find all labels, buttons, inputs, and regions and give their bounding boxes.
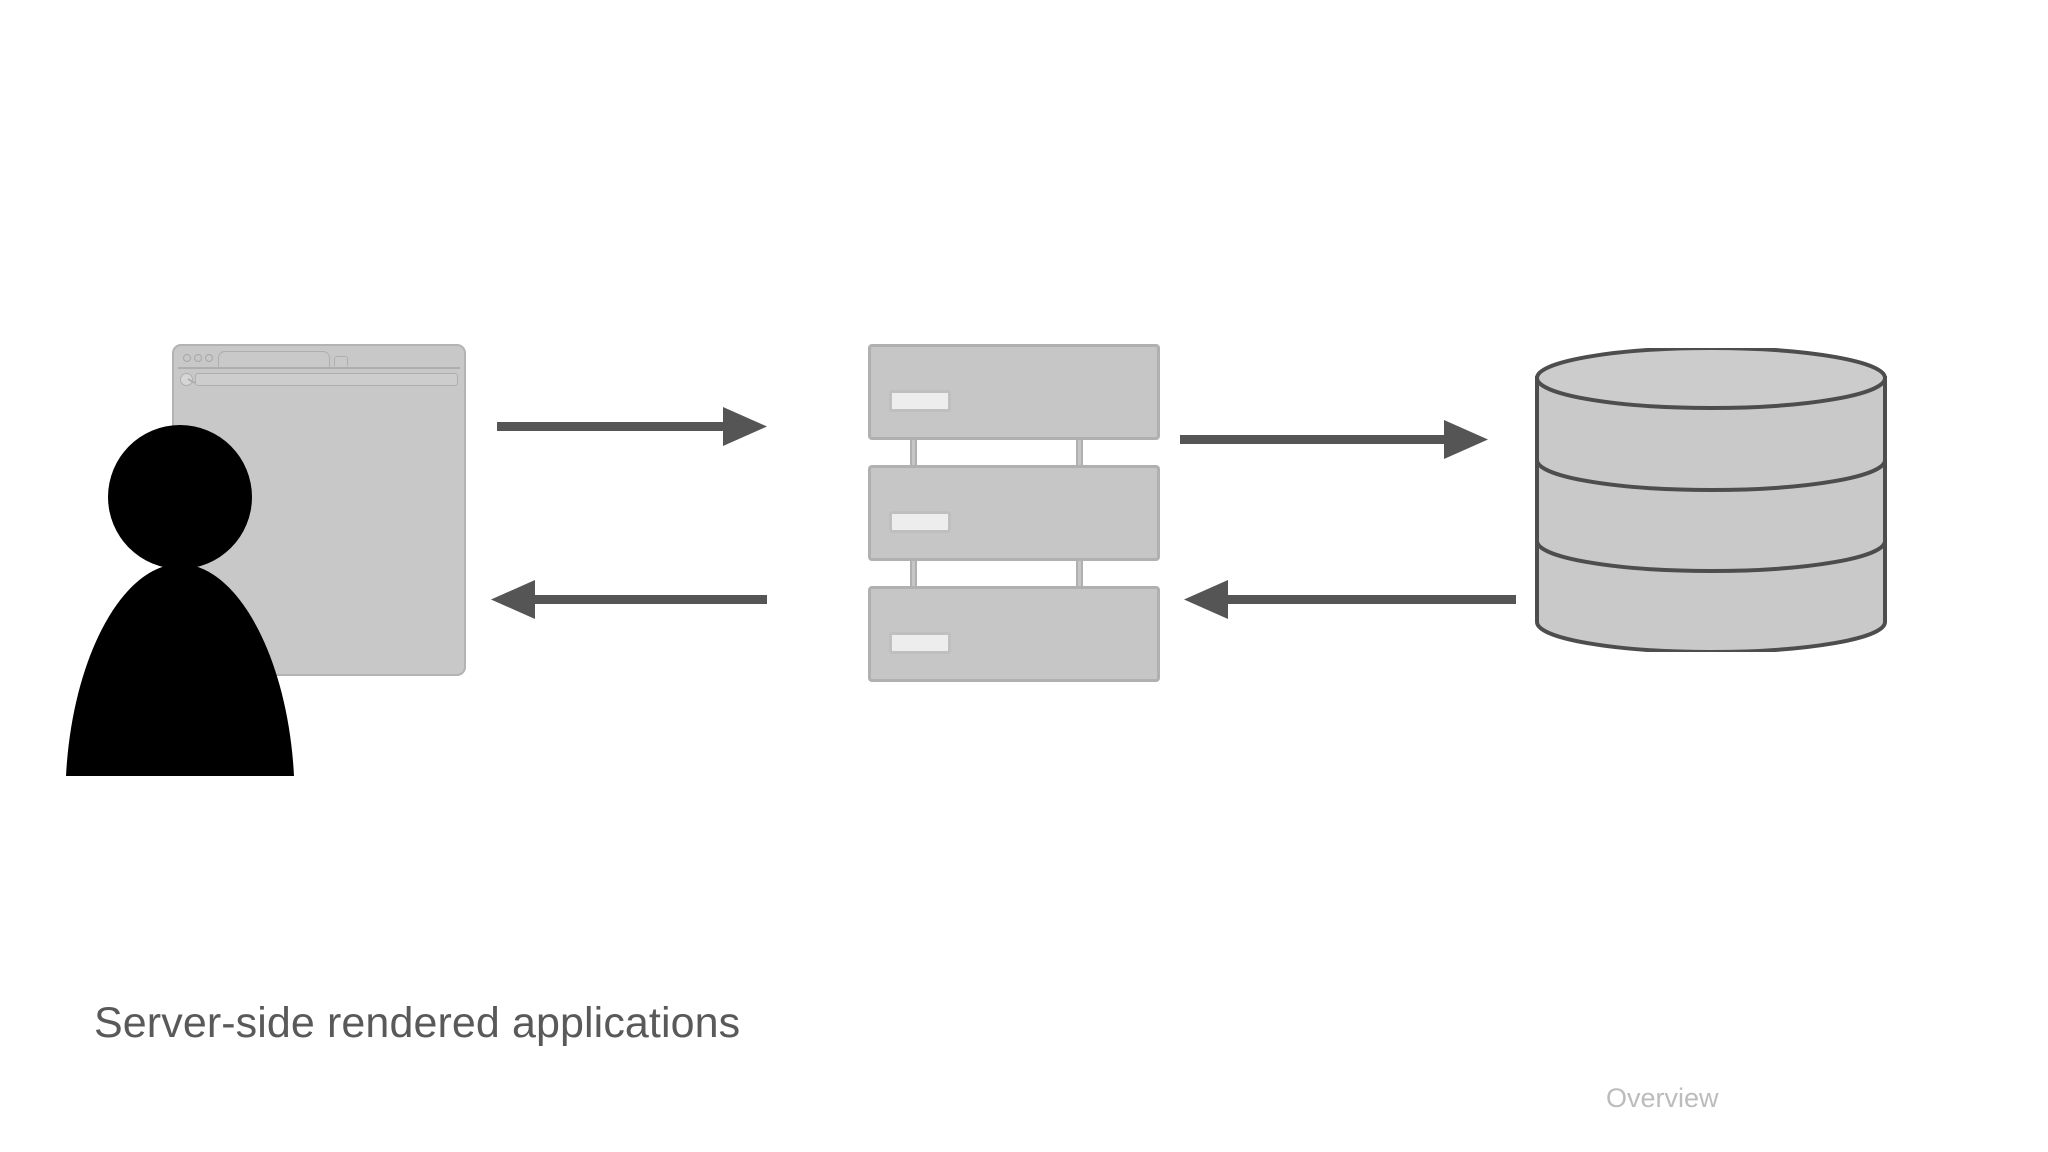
browser-chrome-divider (178, 367, 460, 369)
arrow-server-to-user (487, 578, 767, 622)
server-unit (868, 465, 1160, 561)
server-unit (868, 344, 1160, 440)
server-leg (1076, 560, 1083, 587)
browser-nav-row (180, 372, 458, 387)
server-slot-indicator (889, 390, 951, 412)
browser-address-bar (195, 373, 458, 386)
user-actor-icon (60, 424, 300, 784)
server-slot-indicator (889, 511, 951, 533)
server-leg (910, 560, 917, 587)
server-rack-icon (868, 344, 1160, 682)
slide-footer-label: Overview (1606, 1083, 1719, 1113)
server-leg (1076, 439, 1083, 466)
browser-chrome (174, 346, 464, 390)
server-leg (910, 439, 917, 466)
browser-new-tab-icon (334, 356, 348, 366)
traffic-light-minimize-icon (194, 354, 202, 362)
browser-back-icon (180, 373, 193, 386)
arrow-user-to-server (497, 405, 767, 449)
traffic-lights (183, 354, 213, 362)
arrow-database-to-server (1180, 578, 1516, 622)
database-cylinder-icon (1534, 348, 1888, 652)
traffic-light-close-icon (183, 354, 191, 362)
browser-tab (218, 351, 330, 367)
page-title: Server-side rendered applications (94, 999, 741, 1047)
arrow-server-to-database (1180, 418, 1490, 462)
traffic-light-maximize-icon (205, 354, 213, 362)
server-slot-indicator (889, 632, 951, 654)
server-unit (868, 586, 1160, 682)
